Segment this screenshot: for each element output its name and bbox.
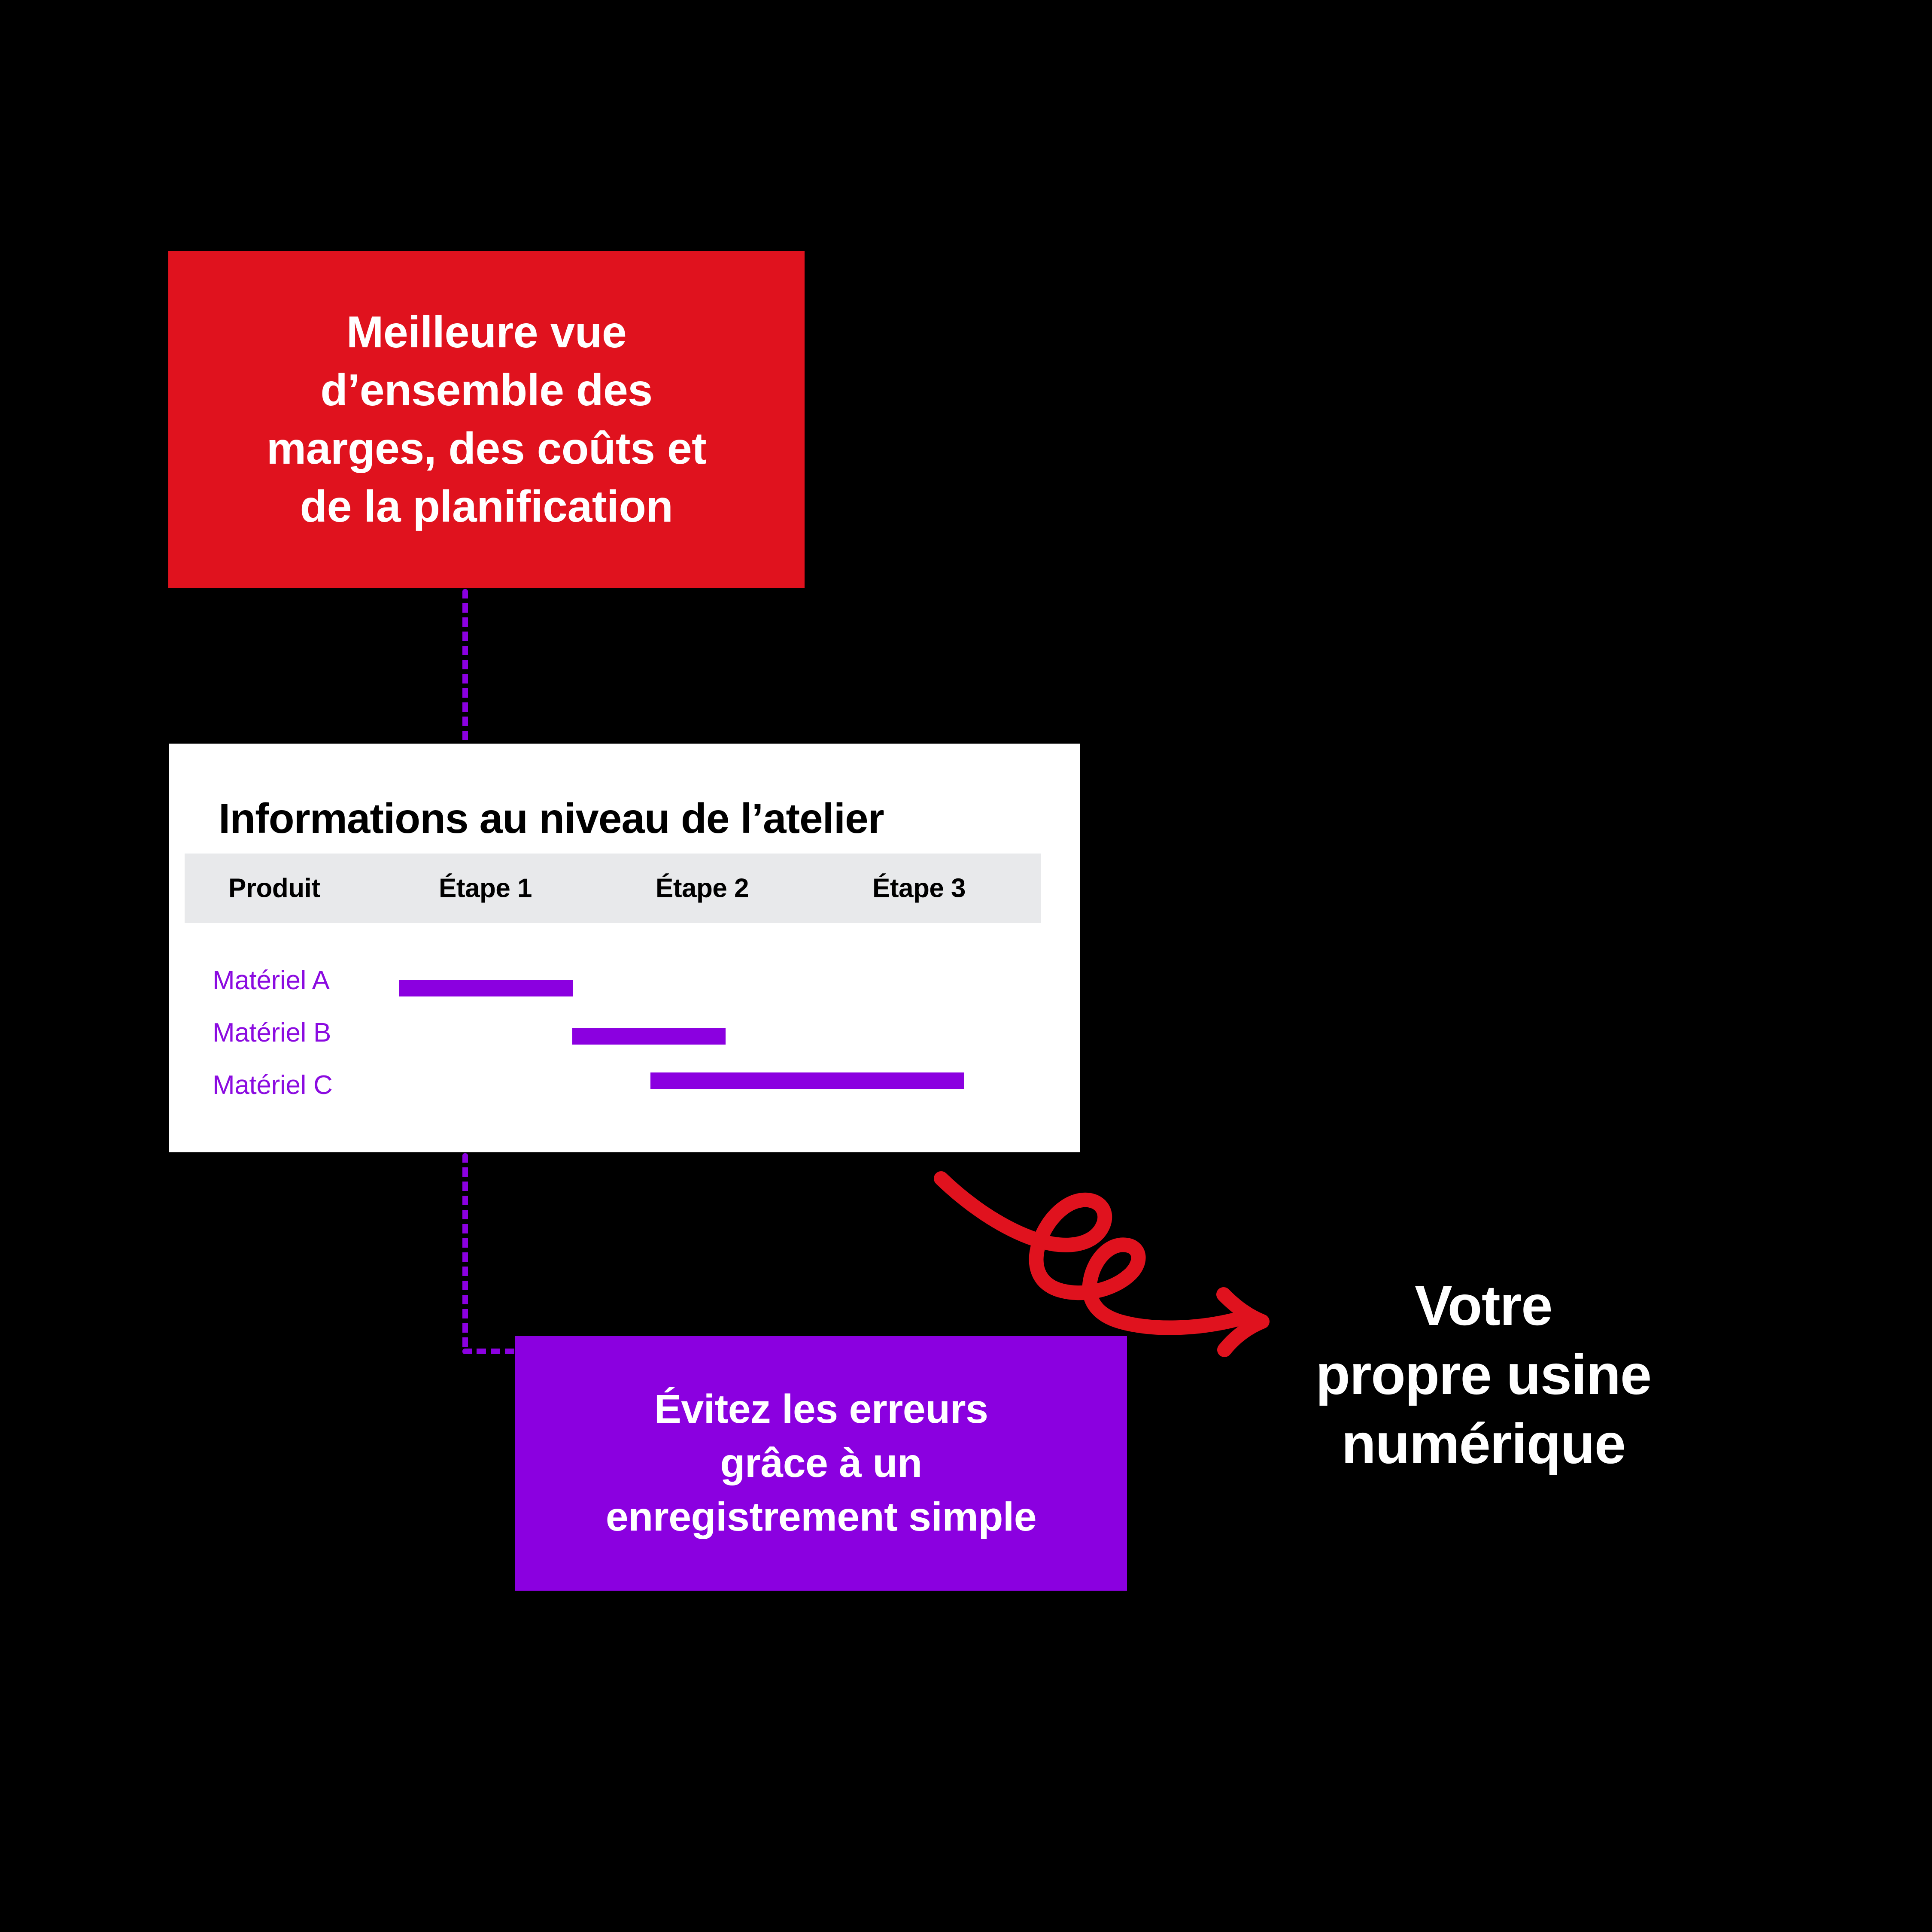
column-header-step-3: Étape 3 bbox=[872, 873, 966, 903]
dotted-connector-icon-elbow bbox=[462, 1349, 518, 1354]
page-title: Informations au niveau de l’atelier bbox=[219, 795, 884, 842]
shop-floor-card: Informations au niveau de l’atelier Prod… bbox=[169, 744, 1080, 1152]
red-callout-text: Meilleure vue d’ensemble des marges, des… bbox=[266, 307, 707, 532]
dotted-connector-icon-top bbox=[462, 589, 468, 744]
curly-arrow-icon bbox=[934, 1171, 1270, 1357]
table-row-label-c: Matériel C bbox=[213, 1070, 333, 1100]
purple-callout-box: Évitez les erreurs grâce à un enregistre… bbox=[515, 1336, 1127, 1591]
table-row-label-a: Matériel A bbox=[213, 966, 330, 995]
table-header-row: Produit Étape 1 Étape 2 Étape 3 bbox=[185, 854, 1041, 923]
headline-text: Votre propre usine numérique bbox=[1315, 1274, 1652, 1476]
column-header-product: Produit bbox=[228, 873, 320, 903]
red-callout-box: Meilleure vue d’ensemble des marges, des… bbox=[168, 251, 805, 588]
purple-callout-text: Évitez les erreurs grâce à un enregistre… bbox=[605, 1386, 1037, 1540]
column-header-step-1: Étape 1 bbox=[439, 873, 532, 903]
gantt-bar-a bbox=[399, 980, 573, 996]
gantt-bar-c bbox=[650, 1072, 964, 1089]
table-row-label-b: Matériel B bbox=[213, 1018, 331, 1048]
gantt-bar-b bbox=[572, 1028, 726, 1045]
dotted-connector-icon-bottom bbox=[462, 1153, 468, 1354]
column-header-step-2: Étape 2 bbox=[656, 873, 749, 903]
